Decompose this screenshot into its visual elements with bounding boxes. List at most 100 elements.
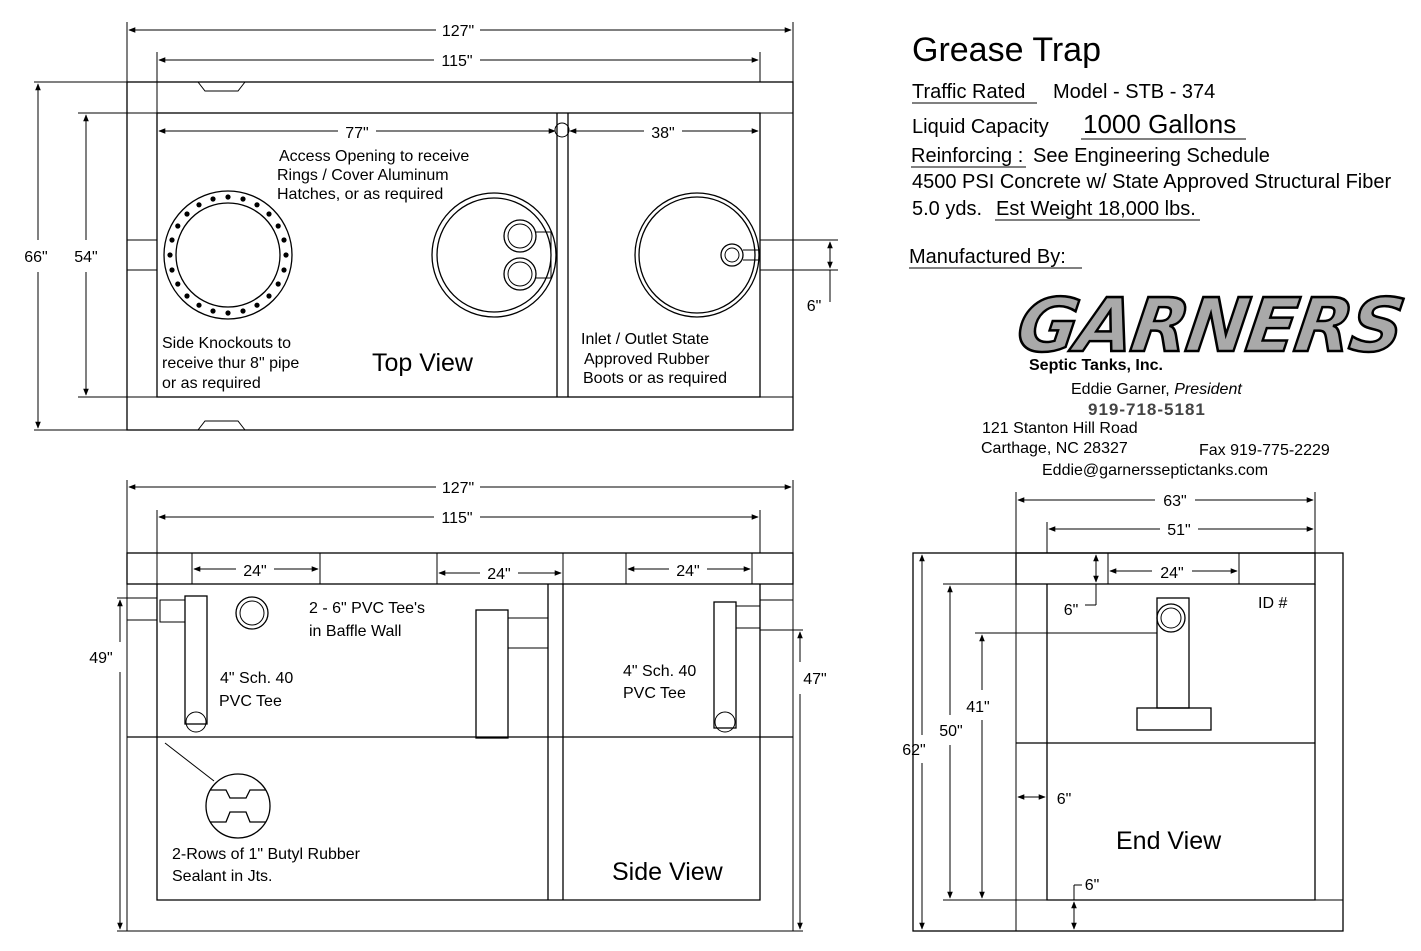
dim-text: 54" bbox=[74, 249, 97, 266]
baffle-tees-manhole-icon bbox=[431, 192, 557, 318]
top-dim-127: 127" bbox=[126, 22, 794, 82]
company-fax: Fax 919-775-2229 bbox=[1199, 442, 1330, 459]
side-dim-24-b: 24" bbox=[438, 566, 562, 583]
end-dim-51: 51" bbox=[1046, 522, 1316, 553]
bolt-hole-icon bbox=[210, 196, 216, 202]
inlet-tee-icon bbox=[159, 595, 208, 733]
side-knockouts-note: Side Knockouts to receive thur 8" pipe o… bbox=[162, 335, 304, 392]
side-dim-47: 47" bbox=[793, 629, 827, 932]
baffle-pipe-icon bbox=[235, 596, 269, 630]
bolt-hole-icon bbox=[225, 194, 231, 200]
side-view: 127" 115" 24" 24" 24" bbox=[89, 480, 827, 932]
reinforcing-label: Reinforcing : bbox=[911, 145, 1023, 167]
dim-text: 115" bbox=[441, 53, 472, 70]
bolt-hole-icon bbox=[169, 237, 175, 243]
bolt-hole-icon bbox=[275, 281, 281, 287]
dim-text: 63" bbox=[1163, 493, 1186, 510]
volume-spec: 5.0 yds. bbox=[912, 198, 982, 220]
dim-text: 50" bbox=[939, 723, 962, 740]
side-view-label: Side View bbox=[612, 858, 724, 886]
side-dim-24-c: 24" bbox=[627, 563, 751, 580]
company-block: GARNERS Septic Tanks, Inc. Eddie Garner,… bbox=[981, 281, 1409, 479]
dim-text: 41" bbox=[966, 699, 989, 716]
dim-text: 49" bbox=[89, 650, 112, 667]
side-dim-127: 127" bbox=[126, 480, 794, 553]
bolt-hole-icon bbox=[240, 196, 246, 202]
dim-text: 51" bbox=[1167, 522, 1190, 539]
end-dim-6-wall: 6" bbox=[1017, 791, 1072, 808]
bolt-hole-icon bbox=[225, 310, 231, 316]
dim-text: 66" bbox=[24, 249, 47, 266]
traffic-rated: Traffic Rated bbox=[912, 81, 1025, 103]
bolt-hole-icon bbox=[281, 237, 287, 243]
side-dim-115: 115" bbox=[156, 510, 761, 553]
baffle-tee-icon bbox=[475, 609, 548, 739]
end-view-lid bbox=[1015, 552, 1316, 585]
model-number: Model - STB - 374 bbox=[1053, 81, 1215, 103]
end-dim-63: 63" bbox=[1015, 492, 1316, 553]
reinforcing-value: See Engineering Schedule bbox=[1033, 145, 1270, 167]
dim-text: 24" bbox=[676, 563, 699, 580]
sealant-detail-icon bbox=[164, 742, 271, 839]
bolt-hole-icon bbox=[266, 293, 272, 299]
top-view: 127" 115" 77" 38" 66" bbox=[24, 22, 838, 431]
bolt-hole-icon bbox=[254, 302, 260, 308]
dim-text: 127" bbox=[442, 480, 474, 497]
bolt-hole-icon bbox=[196, 202, 202, 208]
dim-text: 24" bbox=[1160, 565, 1183, 582]
side-dim-49: 49" bbox=[89, 597, 127, 932]
end-dim-6-floor: 6" bbox=[1071, 877, 1099, 930]
end-view-label: End View bbox=[1116, 827, 1222, 855]
outlet-tee-note: 4" Sch. 40 PVC Tee bbox=[623, 663, 701, 702]
company-subtitle: Septic Tanks, Inc. bbox=[1029, 357, 1163, 374]
id-label: ID # bbox=[1258, 595, 1287, 612]
bolt-hole-icon bbox=[281, 267, 287, 273]
manufactured-by: Manufactured By: bbox=[909, 246, 1066, 268]
bolt-hole-icon bbox=[283, 252, 289, 258]
info-block: Grease Trap Traffic Rated Model - STB - … bbox=[909, 31, 1391, 269]
right-outlet-stub bbox=[760, 239, 793, 271]
inlet-outlet-note: Inlet / Outlet State Approved Rubber Boo… bbox=[581, 331, 727, 387]
end-dim-6-top: 6" bbox=[1064, 554, 1099, 619]
end-view-tank-outline bbox=[1046, 584, 1316, 901]
garners-logo: GARNERS bbox=[1012, 282, 1408, 369]
capacity-label: Liquid Capacity bbox=[912, 116, 1049, 138]
bolt-hole-icon bbox=[196, 302, 202, 308]
dim-text: 77" bbox=[345, 125, 368, 142]
bolt-hole-icon bbox=[254, 202, 260, 208]
weight-spec: Est Weight 18,000 lbs. bbox=[996, 198, 1196, 220]
baffle-tees-note: 2 - 6" PVC Tee's in Baffle Wall bbox=[309, 600, 430, 640]
dim-text: 115" bbox=[441, 510, 472, 527]
side-view-lid bbox=[126, 552, 794, 585]
top-dim-54: 54" bbox=[74, 112, 157, 398]
access-ring-icon bbox=[163, 190, 293, 320]
dim-text: 62" bbox=[902, 742, 925, 759]
company-email: Eddie@garnersseptictanks.com bbox=[1042, 462, 1268, 479]
top-view-outer-outline bbox=[126, 81, 794, 431]
dim-text: 24" bbox=[487, 566, 510, 583]
bolt-hole-icon bbox=[169, 267, 175, 273]
end-dim-24: 24" bbox=[1109, 565, 1238, 582]
contact-name: Eddie Garner, President bbox=[1071, 381, 1242, 398]
top-dim-66: 66" bbox=[24, 81, 127, 431]
bolt-hole-icon bbox=[175, 223, 181, 229]
left-knockout bbox=[127, 239, 157, 271]
top-dim-77-38: 77" 38" bbox=[158, 125, 759, 142]
end-view: ID # 63" 51" 24" 6" 6 bbox=[902, 492, 1344, 932]
lift-notch-top bbox=[197, 81, 246, 92]
dim-text: 6" bbox=[1057, 791, 1072, 808]
top-view-tank-outline bbox=[156, 112, 761, 398]
bolt-hole-icon bbox=[167, 252, 173, 258]
outlet-tee-icon bbox=[713, 601, 761, 733]
bolt-hole-icon bbox=[175, 281, 181, 287]
bolt-hole-icon bbox=[275, 223, 281, 229]
concrete-spec: 4500 PSI Concrete w/ State Approved Stru… bbox=[912, 171, 1391, 193]
dim-text: 38" bbox=[651, 125, 674, 142]
outlet-manhole-icon bbox=[634, 192, 760, 318]
bolt-hole-icon bbox=[210, 308, 216, 314]
top-view-label: Top View bbox=[372, 349, 474, 377]
top-dim-6: 6" bbox=[793, 239, 838, 315]
company-city: Carthage, NC 28327 bbox=[981, 440, 1128, 457]
